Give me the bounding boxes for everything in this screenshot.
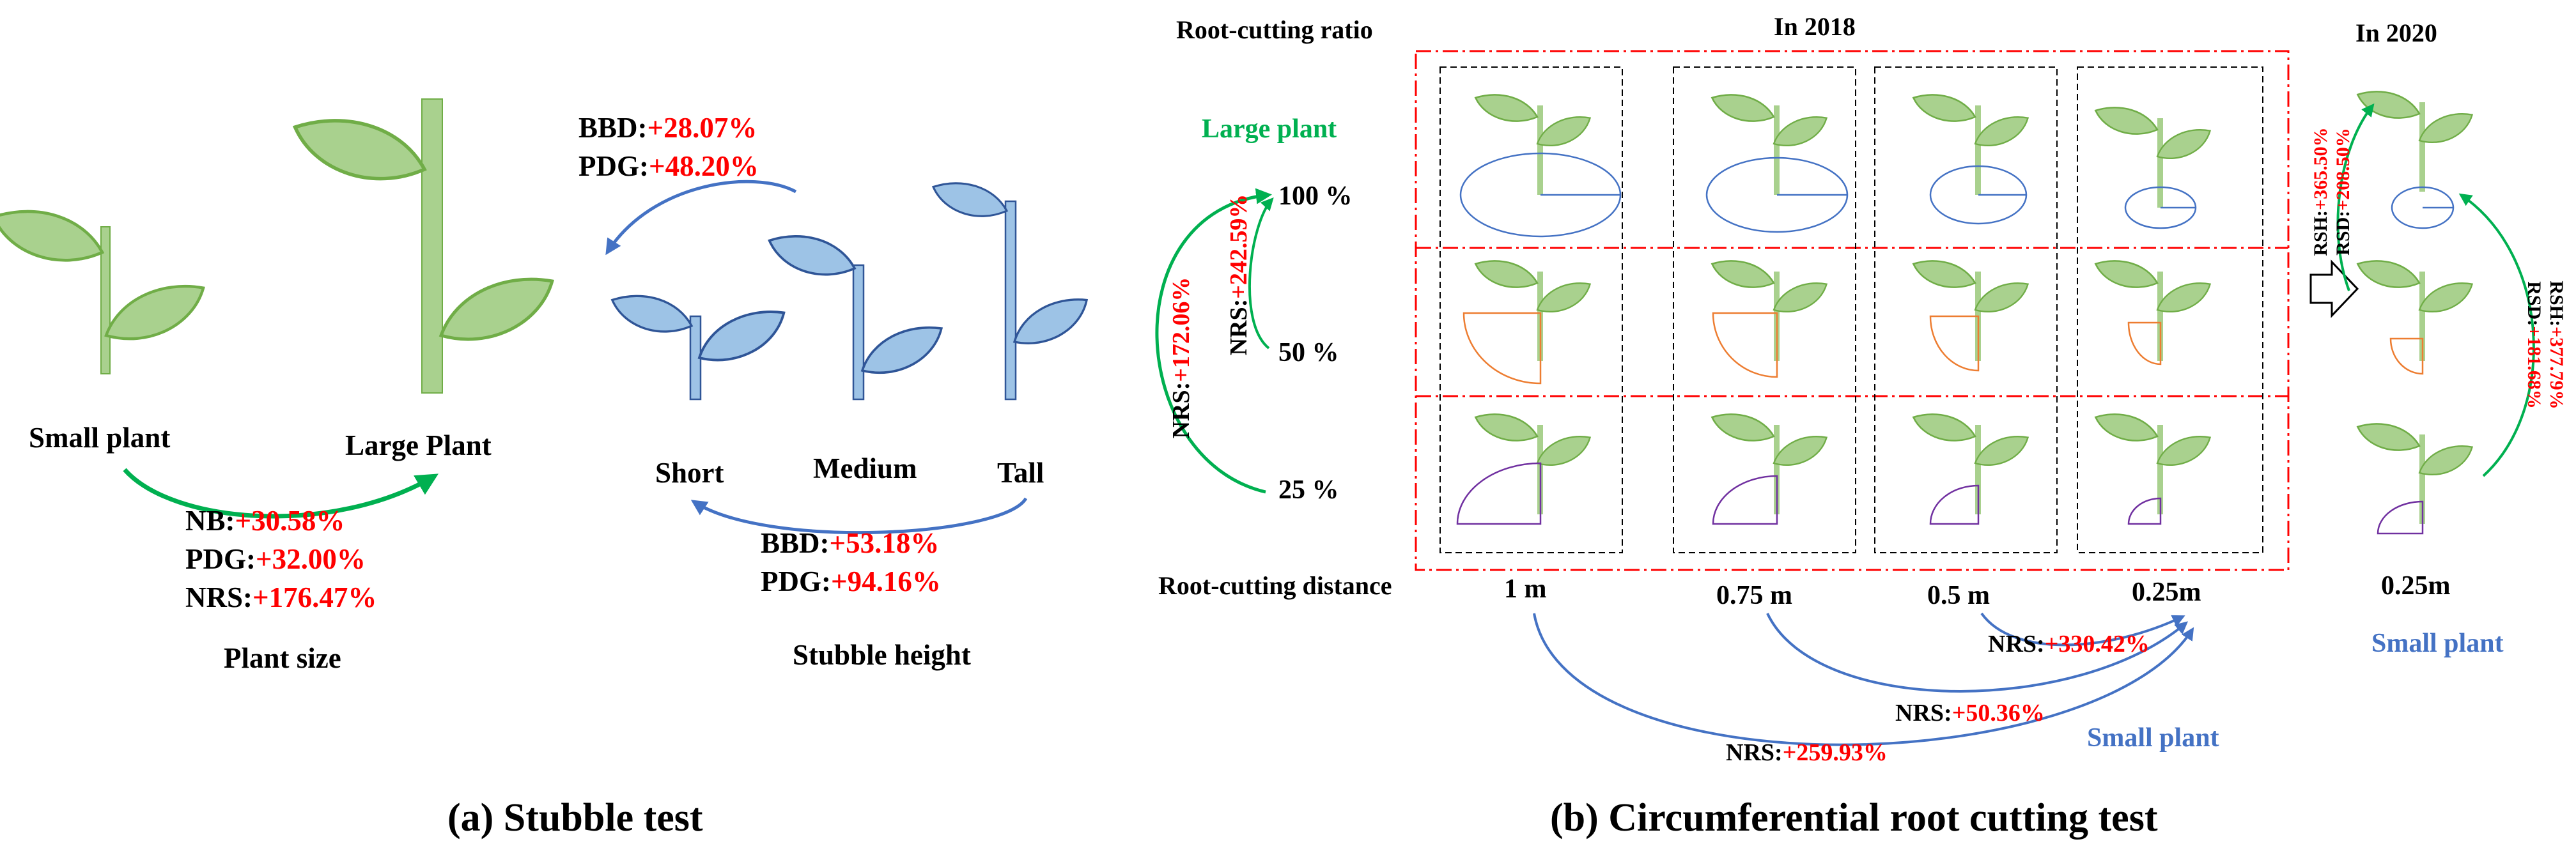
root-zone-2020-bottom: [2377, 500, 2424, 535]
tall-stubble-plant: [932, 182, 1095, 401]
small-plant-label: Small plant: [29, 422, 170, 454]
tall-label: Tall: [997, 457, 1044, 489]
nrs-075-stat: NRS:+50.36%: [1895, 700, 2045, 726]
column-box-1m: [1439, 66, 1623, 553]
nrs-1m-stat: NRS:+259.93%: [1726, 739, 1888, 766]
treatment-grid: [1456, 95, 2213, 525]
rsh-right-stat: RSH:+377.79%: [2546, 280, 2567, 409]
year-2018: In 2018: [1774, 12, 1856, 41]
distance-025m: 0.25m: [2132, 578, 2201, 607]
right-distance-label: 0.25m: [2381, 571, 2451, 601]
stubble-top-arrow: [605, 180, 797, 256]
distance-1m: 1 m: [1504, 574, 1547, 604]
root-zone-quarter-075m: [1712, 475, 1778, 525]
short-stubble-plant: [611, 295, 792, 401]
short-label: Short: [655, 457, 724, 489]
medium-stubble-plant: [768, 235, 949, 401]
large-plant-label: Large Plant: [345, 429, 492, 461]
ratio-100: 100 %: [1278, 181, 1353, 211]
root-zone-quarter-025m: [2127, 497, 2162, 525]
stubble-bottom-arrow: [690, 497, 1028, 535]
root-zone-quarter-1m: [1456, 462, 1542, 525]
pdg-bottom-stat: PDG:+94.16%: [761, 565, 941, 597]
small-plant-label-b: Small plant: [2087, 723, 2219, 753]
rsd-right-stat: RSD:+181.68%: [2524, 281, 2545, 409]
nrs-05-stat: NRS:+330.42%: [1988, 631, 2150, 657]
pdg-stat: PDG:+32.00%: [185, 543, 366, 575]
transition-arrow: [2309, 259, 2359, 318]
treatment-frame: [1415, 50, 2290, 571]
rsh-left-stat: RSH:+365.50%: [2310, 127, 2331, 256]
column-box-05m: [1874, 66, 2058, 553]
large-plant-illustration: [295, 98, 559, 394]
rsd-left-stat: RSD:+208.50%: [2332, 128, 2354, 256]
panel-b-caption: (b) Circumferential root cutting test: [1550, 796, 2158, 840]
panel-a-caption: (a) Stubble test: [447, 796, 703, 840]
rsh-left-arrow: [2336, 103, 2375, 291]
column-box-075m: [1673, 66, 1856, 553]
root-zone-2020-middle: [2389, 337, 2424, 375]
plants-2020: [2357, 91, 2475, 535]
stubble-height-title: Stubble height: [793, 639, 971, 671]
panel-b: Root-cutting ratio In 2018 In 2020 Large…: [1155, 12, 2567, 840]
nrs-outer-stat: NRS:+172.06%: [1168, 277, 1195, 439]
nrs-1m-arrow: [1533, 613, 2194, 746]
year-2020: In 2020: [2355, 19, 2437, 47]
ratio-header: Root-cutting ratio: [1176, 15, 1373, 44]
medium-label: Medium: [813, 452, 917, 484]
distance-05m: 0.5 m: [1927, 581, 1990, 610]
ratio-50: 50 %: [1278, 338, 1339, 367]
nrs-inner-stat: NRS:+242.59%: [1225, 194, 1252, 356]
nrs-stat: NRS:+176.47%: [185, 581, 376, 613]
plant-size-arrow: [123, 468, 439, 519]
column-box-025m: [2077, 66, 2263, 553]
ratio-25: 25 %: [1278, 475, 1339, 505]
nrs-inner-arrow: [1248, 197, 1274, 349]
nrs-05-arrow: [1980, 612, 2185, 647]
bbd-top-stat: BBD:+28.07%: [578, 112, 757, 144]
bbd-bottom-stat: BBD:+53.18%: [761, 527, 939, 559]
large-plant-label: Large plant: [1202, 114, 1337, 144]
pdg-top-stat: PDG:+48.20%: [578, 150, 759, 182]
plant-size-title: Plant size: [224, 642, 341, 674]
nrs-outer-arrow: [1155, 188, 1272, 494]
root-zone-half-075m: [1712, 312, 1778, 378]
nrs-075-arrow: [1766, 613, 2189, 693]
panel-a: Small plant Large Plant NB:+30.58% PDG:+…: [0, 98, 1095, 840]
right-small-plant-label: Small plant: [2371, 629, 2504, 658]
root-zone-half-1m: [1463, 312, 1542, 385]
distance-075m: 0.75 m: [1716, 581, 1792, 610]
distance-header: Root-cutting distance: [1158, 571, 1392, 600]
rsh-right-arrow: [2458, 193, 2535, 477]
root-zone-half-025m: [2127, 321, 2162, 365]
nb-stat: NB:+30.58%: [185, 505, 345, 537]
root-zone-half-05m: [1929, 315, 1980, 372]
small-plant-illustration: [0, 211, 209, 374]
root-zone-quarter-05m: [1929, 484, 1980, 525]
